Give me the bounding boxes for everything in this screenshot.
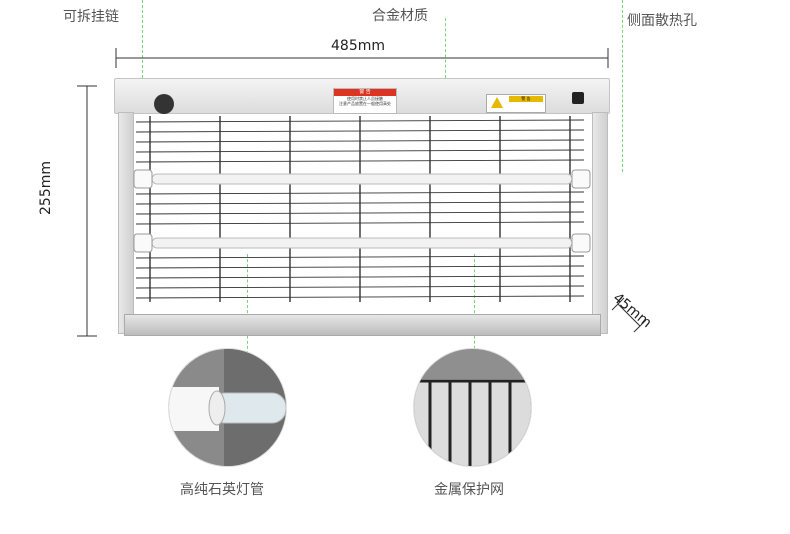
- height-dimension-line: [77, 85, 97, 337]
- chain-guide-line: [142, 0, 143, 78]
- quartz-guide-line: [247, 254, 248, 354]
- red-warning-line-1: 使用时禁止人员接触: [347, 96, 383, 101]
- warning-triangle-icon: [491, 97, 503, 108]
- removable-chain-label: 可拆挂链: [63, 9, 119, 25]
- mesh-guide-line: [474, 254, 475, 354]
- fixture-right-panel: [592, 112, 608, 334]
- quartz-tube-label: 高纯石英灯管: [180, 482, 264, 498]
- metal-mesh-closeup: [413, 348, 532, 467]
- side-vents-label: 侧面散热孔: [627, 13, 697, 29]
- power-switch[interactable]: [572, 92, 584, 104]
- material-guide-line: [445, 18, 446, 78]
- depth-dimension-line: [611, 297, 647, 333]
- width-value: 485mm: [331, 38, 385, 54]
- metal-mesh-closeup-art: [414, 349, 531, 466]
- metal-mesh-grid: [133, 116, 591, 302]
- height-value: 255mm: [38, 161, 54, 215]
- quartz-tube-closeup-art: [169, 349, 286, 466]
- brand-logo: [154, 94, 174, 114]
- vent-guide-line: [622, 0, 623, 172]
- red-warning-title: 警 告: [334, 89, 396, 96]
- metal-mesh-label: 金属保护网: [434, 482, 504, 498]
- red-warning-line-2: 注意产品放置在一般使用高处: [339, 101, 391, 106]
- quartz-tube-closeup: [168, 348, 287, 467]
- fixture-bottom-rail: [124, 314, 601, 336]
- alloy-material-label: 合金材质: [372, 8, 428, 24]
- width-dimension-line: [115, 48, 609, 68]
- yellow-warning-sticker: 警 告: [486, 94, 546, 113]
- red-warning-sticker: 警 告 使用时禁止人员接触 注意产品放置在一般使用高处: [333, 88, 397, 114]
- quartz-tubes: [133, 169, 591, 253]
- yellow-warning-title: 警 告: [509, 96, 543, 102]
